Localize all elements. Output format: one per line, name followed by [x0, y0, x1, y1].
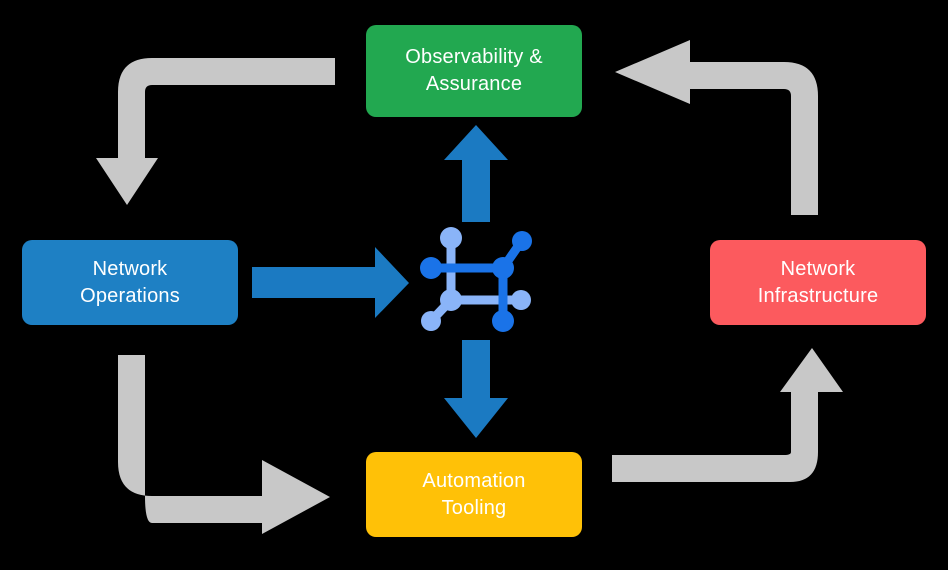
connector-automation-to-netinfra — [612, 348, 843, 482]
network-topology-icon-svg — [420, 227, 532, 332]
node-network-operations-label: Network Operations — [80, 257, 180, 307]
node-network-infrastructure-label: Network Infrastructure — [757, 257, 879, 307]
icon-dark-nodes — [420, 231, 532, 332]
node-observability-assurance[interactable]: Observability & Assurance — [366, 25, 582, 117]
connector-observability-to-netops — [96, 58, 335, 205]
connector-center-to-automation — [444, 340, 508, 438]
connector-netops-to-center — [252, 247, 409, 318]
connector-netops-to-automation — [118, 355, 330, 534]
network-topology-icon — [418, 220, 536, 338]
node-network-infrastructure[interactable]: Network Infrastructure — [710, 240, 926, 325]
node-network-operations[interactable]: Network Operations — [22, 240, 238, 325]
node-automation-tooling-label: Automation Tooling — [422, 469, 526, 519]
node-automation-tooling[interactable]: Automation Tooling — [366, 452, 582, 537]
icon-light-nodes — [421, 227, 531, 331]
connector-center-to-observability — [444, 125, 508, 222]
node-observability-assurance-label: Observability & Assurance — [405, 46, 543, 95]
connector-netinfra-to-observability — [615, 40, 818, 215]
